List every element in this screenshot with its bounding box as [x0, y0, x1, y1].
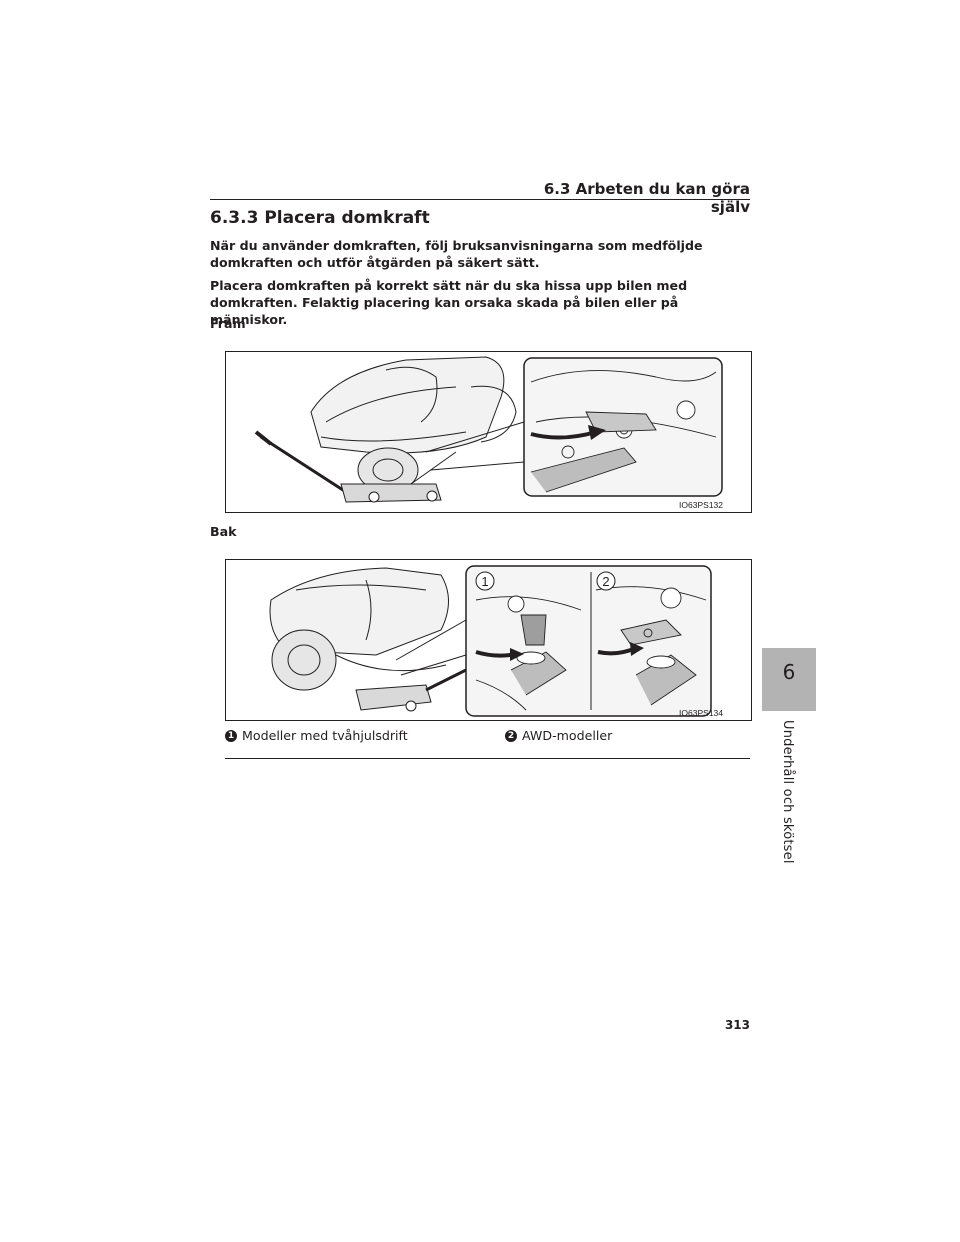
chapter-number: 6: [782, 660, 796, 684]
front-figure-code: IO63PS132: [679, 500, 723, 510]
front-label: Fram: [210, 316, 246, 331]
callout-1: 1: [475, 571, 495, 591]
paragraph-2: Placera domkraften på korrekt sätt när d…: [210, 278, 688, 327]
chapter-title: Underhåll och skötsel: [780, 720, 795, 864]
legend-badge-2: 2: [505, 729, 517, 742]
running-header: 6.3 Arbeten du kan göra själv: [543, 180, 750, 216]
callout-1-text: 1: [481, 574, 488, 589]
chapter-tab: [762, 648, 816, 711]
front-jack-illustration: [254, 356, 723, 503]
header-rule: [210, 199, 750, 200]
rear-label: Bak: [210, 524, 237, 539]
legend-item-2: 2 AWD-modeller: [505, 728, 612, 743]
section-end-rule: [225, 758, 750, 759]
legend-text-2: AWD-modeller: [522, 728, 613, 743]
rear-figure-code: IO63PS134: [679, 708, 723, 718]
section-title: 6.3.3 Placera domkraft: [210, 208, 430, 228]
rear-jack-figure: 1 2 IO63PS134: [225, 559, 752, 721]
rear-jack-illustration: 1 2: [269, 565, 712, 717]
page-number: 313: [724, 1018, 750, 1032]
legend-text-1: Modeller med tvåhjulsdrift: [242, 728, 408, 743]
paragraph-1: När du använder domkraften, följ bruksan…: [210, 238, 703, 270]
front-jack-figure: IO63PS132: [225, 351, 752, 513]
legend-item-1: 1 Modeller med tvåhjulsdrift: [225, 728, 408, 743]
legend-badge-1: 1: [225, 729, 237, 742]
callout-2-text: 2: [602, 574, 609, 589]
callout-2: 2: [596, 571, 616, 591]
